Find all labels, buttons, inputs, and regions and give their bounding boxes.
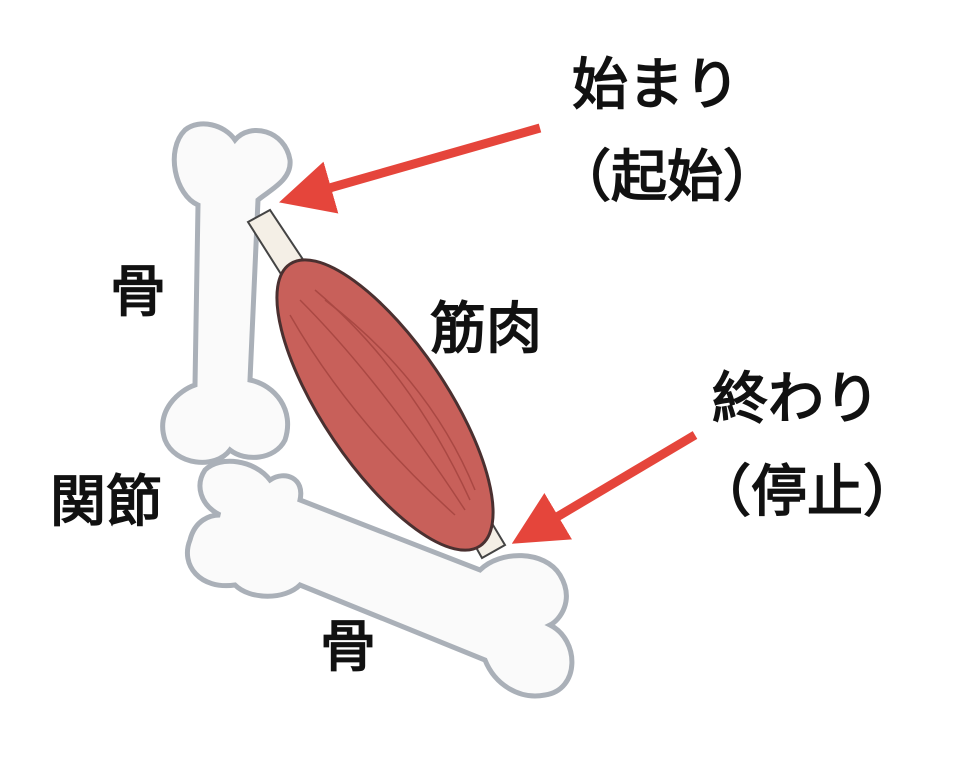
- lower-bone: [184, 458, 575, 699]
- lower-bone-label: 骨: [320, 615, 376, 680]
- origin-arrow: [279, 123, 542, 214]
- insertion-label: 終わり: [712, 367, 880, 432]
- joint-label: 関節: [50, 470, 162, 535]
- upper-bone: [160, 121, 293, 465]
- muscle: [246, 208, 507, 560]
- muscle-label: 筋肉: [430, 297, 542, 362]
- insertion-arrow: [511, 431, 698, 544]
- origin-term-label: （起始）: [555, 145, 779, 210]
- origin-label: 始まり: [572, 53, 740, 118]
- upper-bone-label: 骨: [110, 260, 166, 325]
- insertion-term-label: （停止）: [695, 460, 919, 525]
